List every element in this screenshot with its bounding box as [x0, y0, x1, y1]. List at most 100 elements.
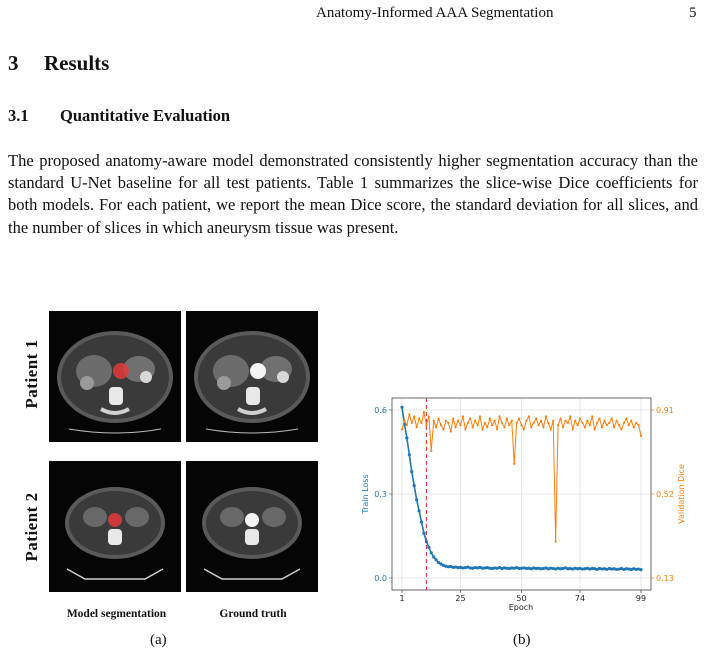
x-tick-label: 99 [636, 594, 646, 603]
train-loss-point [434, 558, 438, 562]
validation-dice-point [593, 428, 596, 431]
train-loss-point [578, 566, 582, 571]
train-loss-point [632, 567, 636, 571]
train-loss-point [617, 567, 621, 571]
right-tick-label: 0.91 [656, 406, 674, 415]
validation-dice-point [556, 423, 560, 427]
ct-image-patient-1-ground-truth [186, 311, 318, 442]
validation-dice-point [586, 419, 589, 422]
validation-dice-point [561, 426, 565, 429]
chart-grid [392, 398, 651, 590]
left-tick-label: 0.0 [374, 574, 387, 583]
validation-dice-point [635, 421, 638, 425]
validation-dice-point [603, 419, 606, 422]
validation-dice-point [527, 415, 530, 418]
segmentation-overlay [113, 363, 129, 379]
kidney [217, 376, 231, 390]
validation-dice-point [549, 428, 552, 431]
train-loss-point [532, 566, 536, 570]
validation-dice-point [408, 413, 411, 416]
figure-caption-a: (a) [150, 632, 167, 648]
train-loss-point [507, 566, 511, 571]
train-loss-point [510, 566, 514, 570]
train-loss-point [476, 566, 480, 570]
train-loss-point [605, 567, 609, 571]
validation-dice-point [637, 423, 640, 427]
validation-dice-point [517, 417, 521, 420]
train-loss-point [580, 567, 585, 571]
vertebra [246, 387, 260, 405]
ground-truth-overlay [245, 513, 259, 527]
train-loss-point [502, 566, 507, 570]
validation-dice-point [400, 428, 404, 431]
validation-dice-point [442, 428, 445, 431]
validation-dice-point [486, 426, 489, 429]
train-loss-point [439, 562, 443, 566]
validation-dice-point [537, 423, 540, 427]
section-title: Results [44, 51, 110, 75]
ct-image-patient-2-ground-truth [186, 461, 318, 592]
validation-dice-point [459, 423, 462, 427]
validation-dice-point [430, 449, 433, 453]
train-loss-point [522, 566, 526, 570]
validation-dice-point [437, 417, 440, 420]
validation-dice-point [452, 417, 455, 420]
train-loss-point [500, 566, 504, 571]
validation-dice-point [413, 415, 416, 418]
train-loss-point [551, 566, 555, 571]
validation-dice-point [554, 540, 557, 543]
left-tick-label: 0.3 [374, 490, 387, 499]
validation-dice-point [483, 421, 487, 425]
train-loss-point [636, 567, 641, 571]
right-tick-label: 0.13 [656, 574, 674, 583]
validation-dice-point [471, 426, 474, 429]
validation-dice-point [500, 421, 504, 425]
validation-dice-point [439, 423, 443, 427]
train-loss-point [544, 566, 548, 570]
subsection-number: 3.1 [8, 106, 29, 125]
validation-dice-point [496, 428, 499, 431]
body-paragraph: The proposed anatomy-aware model demonst… [8, 151, 698, 237]
validation-dice-point [535, 417, 538, 420]
validation-dice-point [639, 434, 643, 437]
validation-dice-point [581, 421, 584, 425]
train-loss-point [466, 565, 470, 569]
validation-dice-point [515, 421, 518, 425]
train-loss-point [595, 567, 599, 571]
validation-dice-point [456, 419, 460, 422]
x-tick-label: 74 [575, 594, 585, 603]
validation-dice-point [605, 423, 608, 427]
kidney [277, 371, 289, 383]
validation-dice-point [576, 423, 579, 427]
validation-dice-point [613, 426, 616, 429]
vertebra [109, 387, 123, 405]
train-loss-point [536, 566, 541, 570]
train-loss-point [429, 551, 433, 555]
validation-dice-point [427, 415, 430, 418]
row-label-patient-1: Patient 1 [22, 339, 41, 409]
validation-dice-point [449, 430, 452, 433]
validation-dice-point [574, 419, 577, 422]
validation-dice-point [464, 428, 467, 431]
validation-dice-point [476, 423, 479, 427]
chart-series [400, 398, 643, 590]
train-loss-point [446, 565, 450, 569]
train-loss-point [634, 567, 638, 571]
validation-dice-point [598, 417, 601, 420]
train-loss-point [471, 566, 475, 570]
train-loss-point [519, 566, 524, 570]
train-loss-point [400, 405, 404, 409]
validation-dice-point [432, 419, 435, 422]
subsection-title: Quantitative Evaluation [60, 106, 231, 125]
train-loss-point [546, 567, 550, 571]
validation-dice-point [544, 415, 547, 418]
train-loss-point [563, 566, 567, 570]
train-loss-point [610, 567, 614, 571]
train-loss-point [622, 567, 626, 571]
validation-dice-point [615, 419, 618, 422]
validation-dice-point [420, 421, 423, 425]
validation-dice-point [578, 417, 582, 420]
train-loss-point [410, 470, 414, 474]
